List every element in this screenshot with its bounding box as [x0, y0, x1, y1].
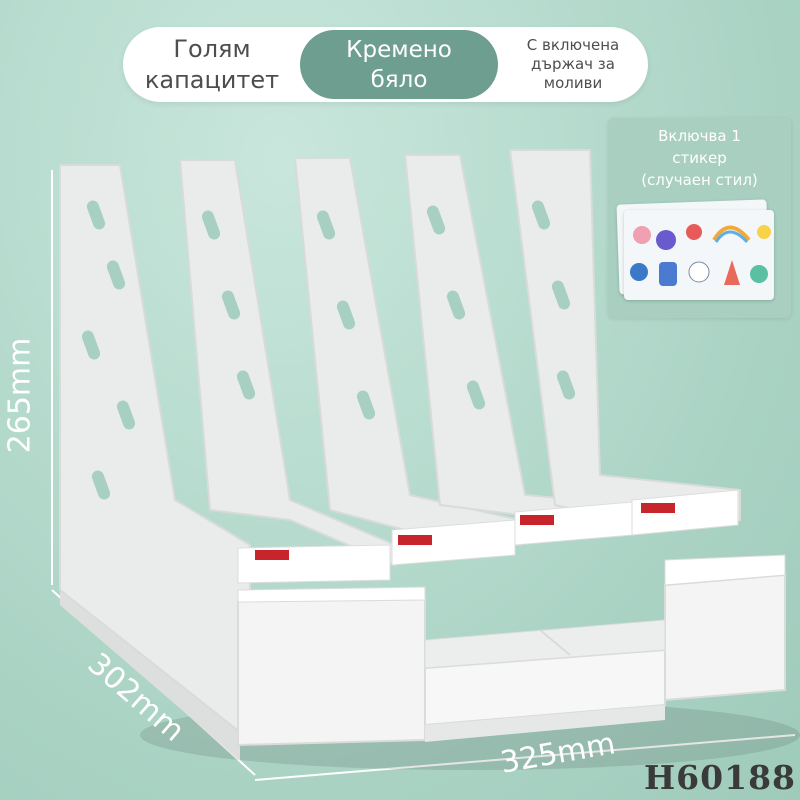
front-pen-tray	[237, 554, 786, 747]
height-dimension: 265mm	[2, 337, 38, 454]
stickers-image	[630, 224, 771, 286]
option-pen-holder-label: С включена държач за моливи	[526, 36, 620, 92]
option-capacity-label: Голям капацитет	[144, 34, 280, 94]
sticker-note: Включва 1 стикер (случаен стил)	[641, 127, 758, 189]
label-strip	[237, 489, 739, 584]
product-code: H60188	[644, 758, 796, 797]
option-color-label: Кремено бяло	[346, 36, 452, 93]
sticker-sheet-front	[624, 210, 774, 300]
sticker-card: Включва 1 стикер (случаен стил)	[608, 118, 791, 318]
option-capacity[interactable]: Голям капацитет	[123, 27, 301, 102]
width-line	[254, 734, 796, 781]
feature-selector: Голям капацитет Кремено бяло С включена …	[123, 27, 648, 102]
option-color-selected[interactable]: Кремено бяло	[300, 30, 498, 99]
option-pen-holder[interactable]: С включена държач за моливи	[508, 27, 638, 102]
